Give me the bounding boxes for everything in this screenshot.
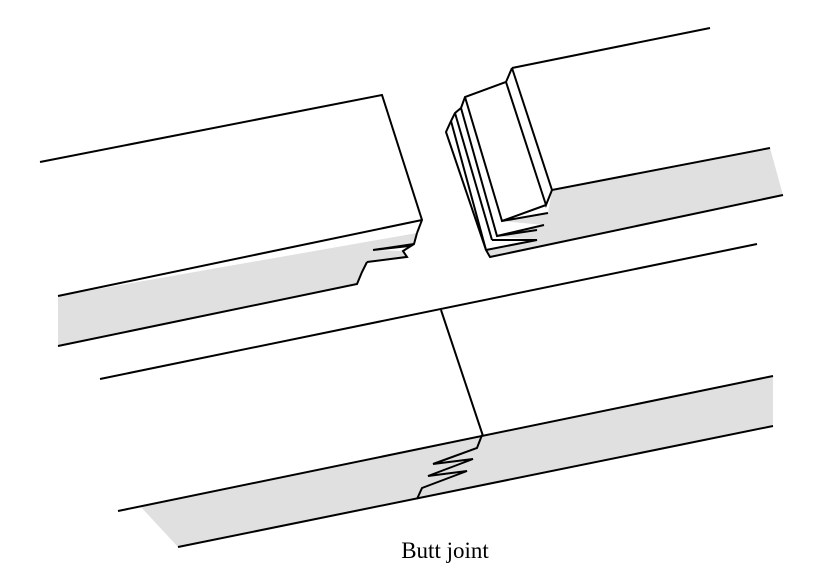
left-board-top-edge — [39, 93, 424, 234]
left-board-shaded-face — [58, 233, 417, 346]
bottom-board-joint-line — [440, 309, 484, 437]
left-board — [39, 93, 424, 347]
bottom-board — [99, 243, 774, 548]
right-board-top-edge — [511, 27, 711, 69]
bottom-board-front-edge — [117, 375, 774, 512]
caption: Butt joint — [401, 538, 489, 563]
bottom-board-top-edge — [99, 243, 758, 380]
bottom-board-joint-zigzag — [416, 434, 483, 500]
bottom-board-bottom-edge — [177, 425, 774, 548]
right-board — [444, 27, 784, 259]
right-board-layers — [450, 81, 553, 251]
right-board-shaded-face — [486, 148, 783, 257]
left-board-front-edge — [57, 219, 423, 297]
left-board-joint-zigzag — [57, 232, 418, 347]
